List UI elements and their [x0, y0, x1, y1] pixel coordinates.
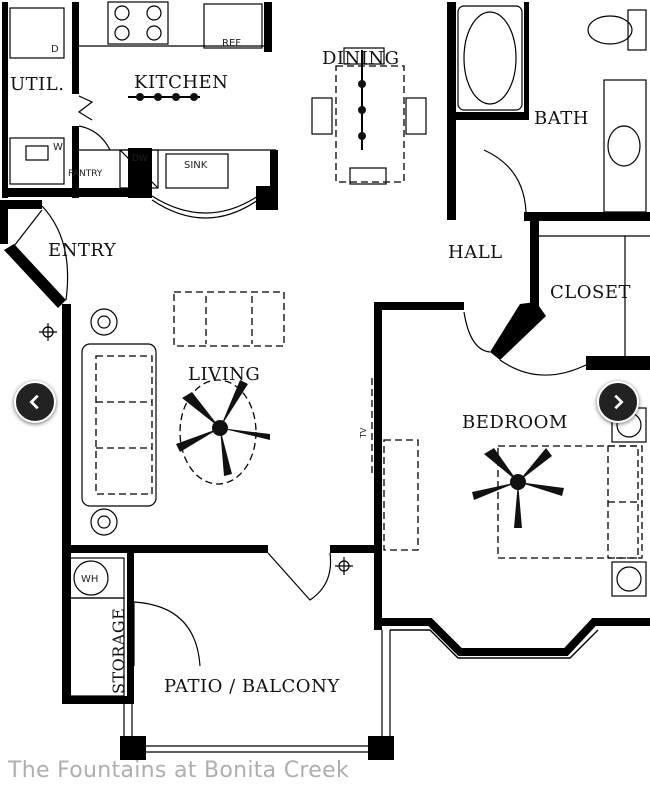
room-label-entry: ENTRY: [48, 240, 117, 261]
closet-fixtures: [463, 235, 650, 376]
room-label-closet: CLOSET: [550, 282, 631, 303]
dining-table: [311, 47, 427, 185]
bedroom-furniture: [371, 378, 647, 597]
next-image-button[interactable]: [597, 381, 639, 423]
fixture-label-fridge: REF: [222, 38, 241, 49]
fixture-label-tv: TV: [359, 427, 368, 439]
room-label-bedroom: BEDROOM: [462, 412, 568, 433]
fixture-label-dryer: D: [51, 44, 59, 55]
fixture-label-pantry: PANTRY: [68, 169, 103, 179]
fixture-label-washer: W: [53, 142, 63, 153]
fixture-label-water-heater: WH: [81, 574, 98, 585]
room-label-living: LIVING: [188, 364, 260, 385]
bath-fixtures: [457, 5, 647, 213]
entry-door: [13, 205, 69, 301]
watermark: The Fountains at Bonita Creek: [8, 758, 349, 783]
previous-image-button[interactable]: [14, 381, 56, 423]
chevron-left-icon: [29, 394, 39, 410]
room-label-util: UTIL.: [10, 74, 64, 95]
kitchen-fixtures: [9, 1, 276, 219]
living-furniture: [81, 291, 285, 536]
fixture-label-dishwasher: DW: [132, 154, 148, 164]
patio-fixtures: [39, 323, 353, 697]
room-label-bath: BATH: [534, 108, 589, 129]
room-label-kitchen: KITCHEN: [134, 72, 228, 93]
room-label-dining: DINING: [322, 48, 400, 69]
room-label-hall: HALL: [448, 242, 503, 263]
fixture-label-sink: SINK: [184, 160, 208, 171]
chevron-right-icon: [614, 394, 624, 410]
walls: [0, 2, 650, 760]
room-label-patio: PATIO / BALCONY: [164, 676, 340, 697]
room-label-storage: STORAGE: [109, 608, 128, 694]
